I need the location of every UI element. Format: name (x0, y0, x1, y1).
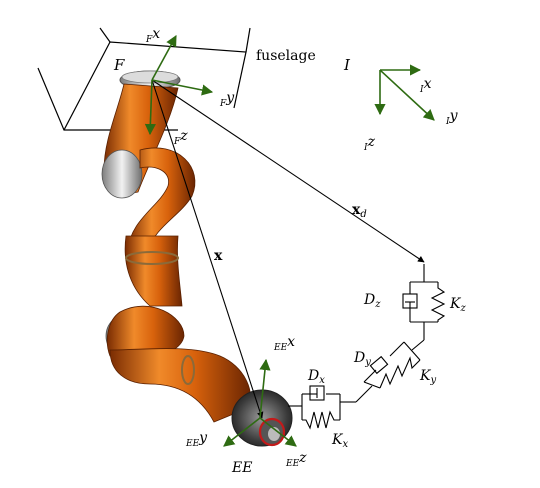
spring-x-sub: x (342, 439, 348, 450)
flange-y-label: Fy (219, 90, 235, 109)
spring-z-sub: z (459, 303, 466, 314)
flange-x-axis: x (152, 26, 160, 42)
vector-xd (151, 79, 425, 263)
inertial-y-axis: y (449, 108, 459, 124)
damper-x-sub: x (319, 375, 325, 386)
vector-xd-main: x (352, 202, 361, 218)
spring-z-label: Kz (449, 296, 466, 314)
inertial-y-prefix: I (445, 117, 450, 127)
vector-xd-sub: d (360, 209, 366, 220)
ee-z-axis: z (298, 450, 307, 466)
flange-z-prefix: F (173, 137, 181, 147)
ee-x-prefix: EE (273, 343, 288, 353)
ee-z-prefix: EE (285, 459, 300, 469)
vector-x (151, 79, 264, 419)
flange-z-label: Fz (173, 128, 188, 147)
ee-x-label: EEx (273, 334, 295, 353)
inertial-z-axis: z (367, 134, 376, 150)
vector-x-label: x (214, 248, 223, 264)
damper-x-label: Dx (307, 368, 325, 386)
ee-y-prefix: EE (185, 439, 200, 449)
inertial-y-label: Iy (445, 108, 459, 127)
end-effector-frame-axes (223, 358, 297, 447)
flange-z-axis: z (179, 128, 188, 144)
robot-arm (101, 70, 293, 447)
spring-y-sub: y (429, 375, 436, 386)
spring-z-main: K (449, 296, 462, 312)
damper-z-label: Dz (363, 292, 381, 310)
fuselage-label: fuselage (256, 48, 316, 64)
inertial-z-prefix: I (363, 143, 368, 153)
inertial-frame-axes (374, 64, 435, 121)
inertial-z-label: Iz (363, 134, 376, 153)
ee-y-label: EEy (185, 430, 208, 449)
spring-y-main: K (419, 368, 432, 384)
damper-y-sub: y (364, 357, 371, 368)
ee-z-label: EEz (285, 450, 307, 469)
ee-y-axis: y (198, 430, 208, 446)
flange-frame-label: F (113, 56, 125, 74)
damper-x-main: D (307, 368, 319, 384)
inertial-x-prefix: I (419, 85, 424, 95)
spring-x-label: Kx (331, 432, 348, 450)
vector-xd-label: xd (352, 202, 367, 220)
flange-frame-axes (144, 35, 214, 136)
spring-y-label: Ky (419, 368, 436, 386)
damper-z-sub: z (374, 299, 381, 310)
flange-y-axis: y (225, 90, 235, 106)
damper-y-label: Dy (353, 350, 371, 368)
damper-z-main: D (363, 292, 375, 308)
inertial-x-axis: x (424, 76, 432, 92)
damper-y-main: D (353, 350, 365, 366)
spring-x-main: K (331, 432, 344, 448)
flange-x-prefix: F (145, 35, 153, 45)
inertial-x-label: Ix (419, 76, 432, 95)
end-effector-label: EE (231, 460, 252, 476)
ee-x-axis: x (287, 334, 295, 350)
inertial-frame-label: I (343, 56, 351, 74)
flange-x-label: Fx (145, 26, 160, 45)
spring-damper-assembly (288, 264, 446, 430)
flange-y-prefix: F (219, 99, 227, 109)
